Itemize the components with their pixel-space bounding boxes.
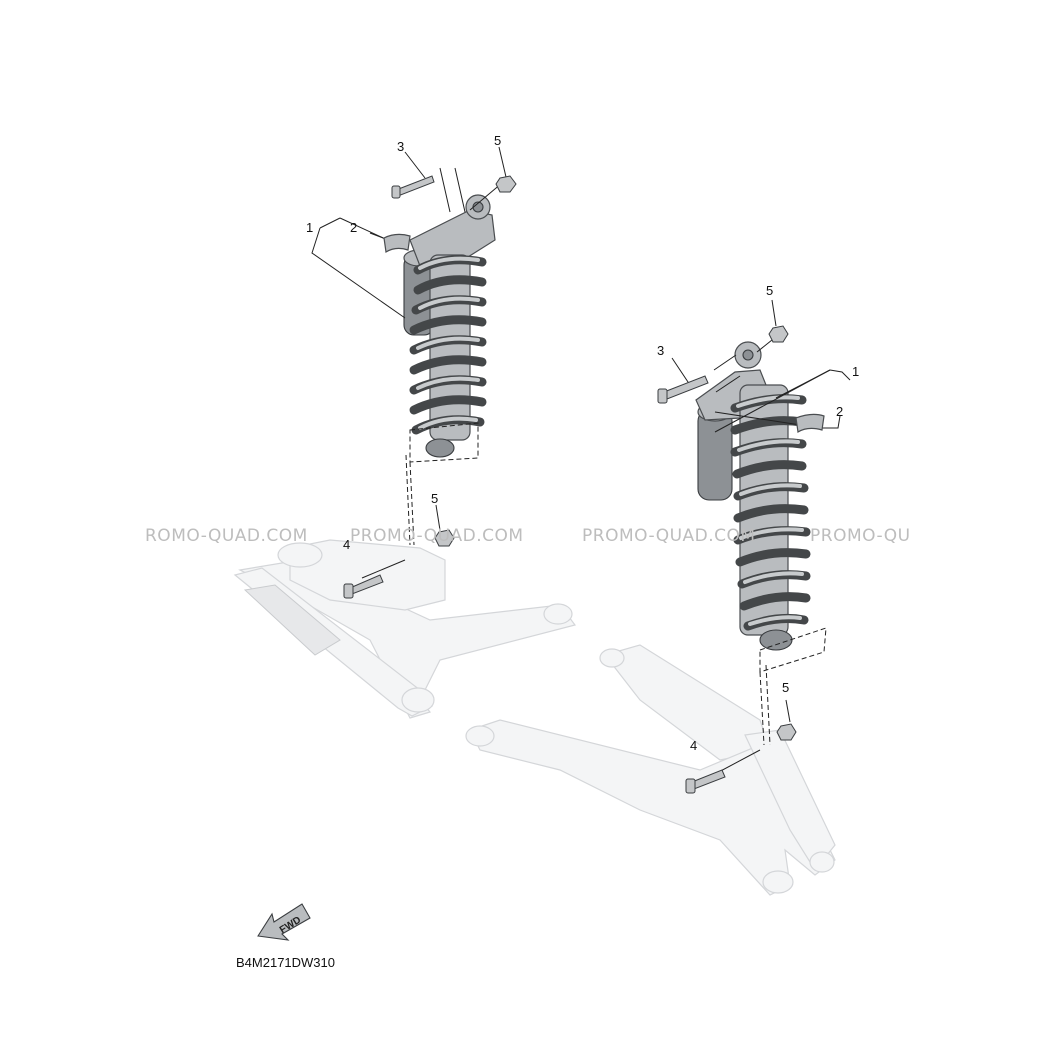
fwd-arrow-icon [257,903,311,941]
watermark-3: PROMO-QUAD.COM [582,526,756,546]
right-shock-hardware [657,325,825,794]
callout-right-5-lower: 5 [782,680,789,695]
left-shock-hardware [343,175,517,599]
watermark-4: PROMO-QU [810,526,911,546]
right-swing-arm-ghost [465,644,836,896]
left-swing-arm-ghost [233,539,577,719]
callout-left-4: 4 [343,537,350,552]
callout-left-3: 3 [397,139,404,154]
watermark-row: ROMO-QUAD.COM PROMO-QUAD.COM PROMO-QUAD.… [145,526,911,546]
watermark-1: ROMO-QUAD.COM [145,526,308,546]
callout-left-5-top: 5 [494,133,501,148]
right-callouts: 1 2 3 5 5 4 [657,283,859,753]
callout-left-1: 1 [306,220,313,235]
callout-right-5-top: 5 [766,283,773,298]
callout-right-2: 2 [836,404,843,419]
diagram-code: B4M2171DW310 [236,955,335,970]
callout-left-2: 2 [350,220,357,235]
fwd-arrow: FWD [257,903,311,941]
watermark-2: PROMO-QUAD.COM [350,526,524,546]
callout-left-5-lower: 5 [431,491,438,506]
left-shock-absorber [403,194,496,458]
callout-right-1: 1 [852,364,859,379]
right-shock-absorber [695,341,811,651]
callout-right-4: 4 [690,738,697,753]
left-callouts: 1 2 3 5 5 4 [306,133,501,552]
left-shock-leaders [311,146,507,579]
callout-right-3: 3 [657,343,664,358]
right-shock-leaders [671,299,851,783]
